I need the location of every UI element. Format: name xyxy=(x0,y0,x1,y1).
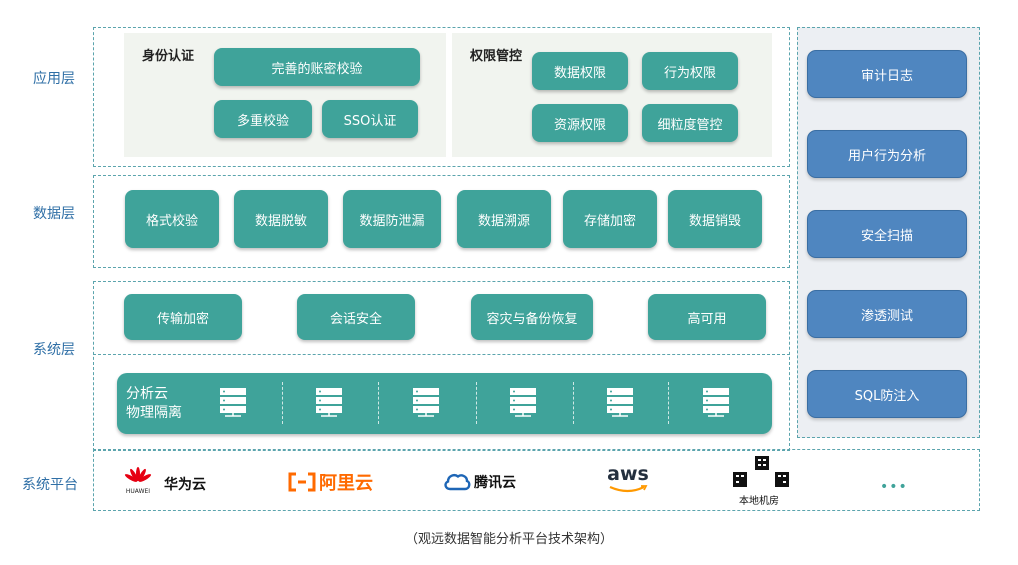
tencent-cloud-icon xyxy=(444,474,471,491)
cloud-separator xyxy=(573,382,574,424)
multi-factor-check-box: 多重校验 xyxy=(214,100,312,138)
format-check-box: 格式校验 xyxy=(125,190,219,248)
layer-label-app: 应用层 xyxy=(33,71,75,87)
behavior-permission-box: 行为权限 xyxy=(642,52,738,90)
data-masking-box: 数据脱敏 xyxy=(234,190,328,248)
local-datacenter-label: 本地机房 xyxy=(739,496,779,507)
building-icon xyxy=(733,456,789,487)
server-icon xyxy=(316,388,342,417)
cloud-separator xyxy=(668,382,669,424)
sso-auth-box: SSO认证 xyxy=(322,100,418,138)
right-column-frame xyxy=(797,27,980,438)
permission-title: 权限管控 xyxy=(470,49,523,64)
transmission-encryption-box: 传输加密 xyxy=(124,294,242,340)
server-icon xyxy=(220,388,246,417)
aliyun-label: 阿里云 xyxy=(319,473,373,494)
cloud-separator xyxy=(282,382,283,424)
system-layer-frame xyxy=(93,281,790,451)
data-tracing-box: 数据溯源 xyxy=(457,190,551,248)
huawei-sub-label: HUAWEI xyxy=(125,488,151,495)
aliyun-logo: 阿里云 xyxy=(287,470,373,494)
storage-encryption-box: 存储加密 xyxy=(563,190,657,248)
penetration-test-box: 渗透测试 xyxy=(807,290,967,338)
data-layer-frame xyxy=(93,175,790,268)
aws-smile-icon xyxy=(609,485,648,493)
server-icon xyxy=(703,388,729,417)
local-datacenter: 本地机房 xyxy=(728,455,798,507)
analysis-cloud-bar xyxy=(117,373,772,434)
user-behavior-analysis-box: 用户行为分析 xyxy=(807,130,967,178)
fine-grained-control-box: 细粒度管控 xyxy=(642,104,738,142)
huawei-cloud-label: 华为云 xyxy=(164,477,206,493)
platform-layer-frame xyxy=(93,449,980,511)
tencent-logo: 腾讯云 xyxy=(443,470,516,494)
resource-permission-box: 资源权限 xyxy=(532,104,628,142)
aws-logo: aws xyxy=(606,463,650,495)
system-divider xyxy=(93,354,790,355)
cloud-separator xyxy=(476,382,477,424)
account-password-check-box: 完善的账密校验 xyxy=(214,48,420,86)
layer-label-data: 数据层 xyxy=(33,206,75,222)
cloud-label-line2: 物理隔离 xyxy=(126,405,182,421)
high-availability-box: 高可用 xyxy=(648,294,766,340)
more-ellipsis-icon: ••• xyxy=(880,479,908,495)
disaster-recovery-box: 容灾与备份恢复 xyxy=(471,294,593,340)
layer-label-system: 系统层 xyxy=(33,342,75,358)
security-scan-box: 安全扫描 xyxy=(807,210,967,258)
data-permission-box: 数据权限 xyxy=(532,52,628,90)
data-destruction-box: 数据销毁 xyxy=(668,190,762,248)
huawei-logo-icon: HUAWEI xyxy=(123,466,153,498)
data-leak-prevention-box: 数据防泄漏 xyxy=(343,190,441,248)
identity-title: 身份认证 xyxy=(142,49,195,64)
server-icon xyxy=(607,388,633,417)
cloud-label-line1: 分析云 xyxy=(126,386,168,402)
server-icon xyxy=(510,388,536,417)
server-icon xyxy=(413,388,439,417)
aws-label: aws xyxy=(607,463,649,485)
tencent-label: 腾讯云 xyxy=(474,475,516,491)
session-security-box: 会话安全 xyxy=(297,294,415,340)
app-layer-frame xyxy=(93,27,790,167)
cloud-separator xyxy=(378,382,379,424)
audit-log-box: 审计日志 xyxy=(807,50,967,98)
diagram-caption: （观远数据智能分析平台技术架构） xyxy=(404,532,613,547)
aliyun-icon xyxy=(288,472,316,492)
layer-label-platform: 系统平台 xyxy=(22,477,78,493)
sql-injection-box: SQL防注入 xyxy=(807,370,967,418)
